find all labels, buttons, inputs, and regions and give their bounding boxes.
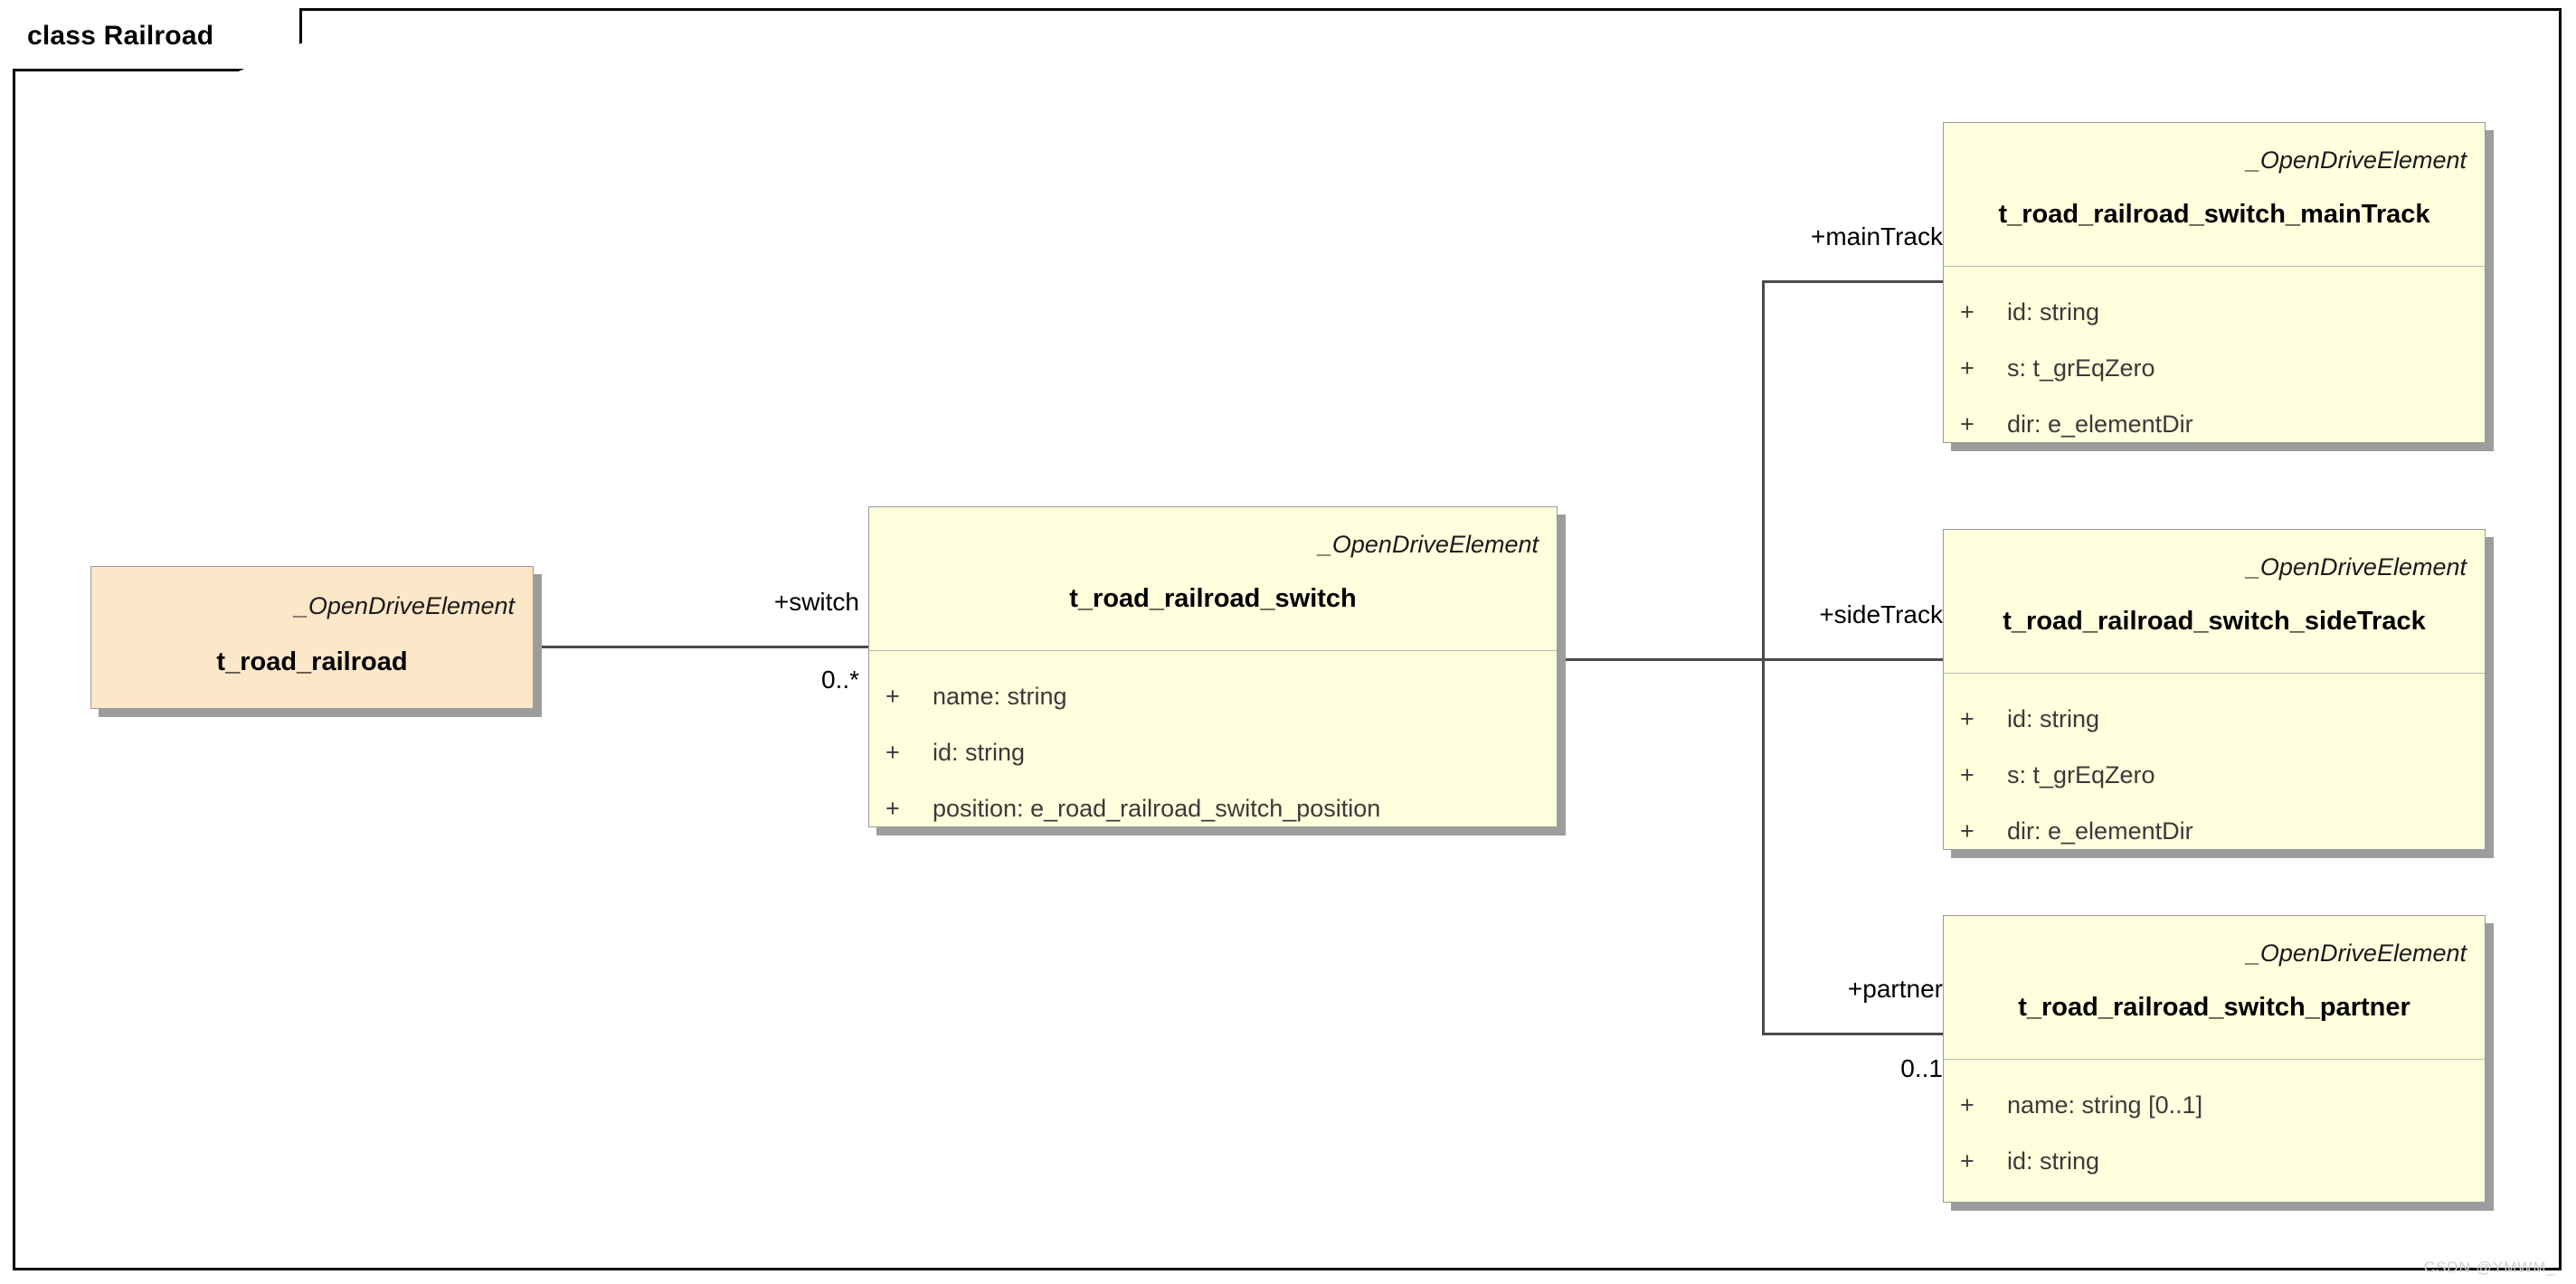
- attribute-text: s: t_grEqZero: [2007, 354, 2155, 382]
- attribute-visibility: +: [1960, 705, 1975, 732]
- class-attributes: + name: string [0..1] + id: string: [1944, 1059, 2485, 1174]
- class-name: t_road_railroad_switch: [1069, 584, 1357, 613]
- compartment-separator: [869, 650, 1557, 651]
- compartment-separator: [1944, 673, 2485, 674]
- attribute-row: + s: t_grEqZero: [1960, 356, 2485, 381]
- compartment-separator: [1944, 1059, 2485, 1060]
- class-box-t-road-railroad-switch-sidetrack[interactable]: _OpenDriveElement t_road_railroad_switch…: [1943, 529, 2486, 850]
- attribute-text: name: string: [933, 683, 1067, 710]
- edge-label-sidetrack-role: +sideTrack: [1819, 600, 1943, 628]
- edge-label-maintrack-role: +mainTrack: [1810, 222, 1943, 250]
- edge-label-partner-role: +partner: [1847, 975, 1943, 1003]
- attribute-row: + dir: e_elementDir: [1960, 819, 2485, 844]
- class-name: t_road_railroad_switch_mainTrack: [1998, 200, 2430, 229]
- attribute-visibility: +: [1960, 1091, 1975, 1119]
- diagram-frame: [13, 8, 2562, 1270]
- connector-trunk-partner: [1762, 1033, 1946, 1035]
- attribute-visibility: +: [1960, 354, 1975, 382]
- connector-trunk-maintrack: [1762, 280, 1946, 283]
- frame-title-tab: [13, 8, 302, 71]
- class-attributes: + id: string + s: t_grEqZero + dir: e_el…: [1944, 673, 2485, 844]
- attribute-row: + id: string: [1960, 1149, 2485, 1174]
- attribute-text: id: string: [933, 739, 1026, 766]
- class-name: t_road_railroad: [216, 647, 408, 676]
- attribute-row: + name: string [0..1]: [1960, 1093, 2485, 1118]
- attribute-row: + name: string: [886, 684, 1557, 709]
- class-box-t-road-railroad-switch[interactable]: _OpenDriveElement t_road_railroad_switch…: [868, 506, 1558, 827]
- attribute-text: s: t_grEqZero: [2007, 761, 2155, 788]
- class-name: t_road_railroad_switch_sideTrack: [2003, 607, 2426, 636]
- class-box-t-road-railroad-switch-maintrack[interactable]: _OpenDriveElement t_road_railroad_switch…: [1943, 122, 2486, 443]
- attribute-visibility: +: [886, 683, 900, 710]
- attribute-visibility: +: [1960, 411, 1975, 438]
- attribute-row: + position: e_road_railroad_switch_posit…: [886, 797, 1557, 821]
- attribute-row: + id: string: [1960, 300, 2485, 325]
- attribute-visibility: +: [1960, 1147, 1975, 1175]
- class-stereotype: _OpenDriveElement: [2246, 146, 2467, 174]
- edge-label-switch-multiplicity: 0..*: [820, 666, 859, 694]
- connector-switch-trunk: [1558, 658, 1764, 661]
- class-stereotype: _OpenDriveElement: [2246, 939, 2467, 967]
- edge-label-switch-role: +switch: [773, 588, 859, 616]
- class-name: t_road_railroad_switch_partner: [2018, 993, 2410, 1022]
- class-attributes: + name: string + id: string + position: …: [869, 650, 1557, 821]
- attribute-row: + dir: e_elementDir: [1960, 412, 2485, 437]
- attribute-row: + id: string: [1960, 707, 2485, 732]
- attribute-visibility: +: [1960, 817, 1975, 845]
- attribute-row: + s: t_grEqZero: [1960, 763, 2485, 788]
- connector-trunk-sidetrack: [1762, 658, 1946, 661]
- class-box-t-road-railroad[interactable]: _OpenDriveElement t_road_railroad: [90, 566, 534, 709]
- edge-label-partner-multiplicity: 0..1: [1900, 1054, 1943, 1082]
- compartment-separator: [1944, 266, 2485, 267]
- class-stereotype: _OpenDriveElement: [294, 592, 515, 619]
- class-stereotype: _OpenDriveElement: [1318, 531, 1539, 558]
- watermark-label: CSDN @YMWM_: [2423, 1259, 2556, 1276]
- attribute-visibility: +: [1960, 761, 1975, 788]
- attribute-row: + id: string: [886, 741, 1557, 765]
- attribute-visibility: +: [886, 739, 900, 766]
- class-box-t-road-railroad-switch-partner[interactable]: _OpenDriveElement t_road_railroad_switch…: [1943, 915, 2486, 1203]
- attribute-text: id: string: [2007, 705, 2100, 732]
- class-attributes: + id: string + s: t_grEqZero + dir: e_el…: [1944, 266, 2485, 437]
- attribute-text: id: string: [2007, 1147, 2100, 1175]
- connector-railroad-switch: [532, 646, 870, 648]
- attribute-visibility: +: [1960, 298, 1975, 326]
- attribute-visibility: +: [886, 795, 900, 822]
- attribute-text: id: string: [2007, 298, 2100, 326]
- attribute-text: dir: e_elementDir: [2007, 817, 2193, 845]
- class-stereotype: _OpenDriveElement: [2246, 553, 2467, 581]
- attribute-text: position: e_road_railroad_switch_positio…: [933, 795, 1381, 822]
- connector-trunk-vertical: [1762, 280, 1765, 1035]
- attribute-text: name: string [0..1]: [2007, 1091, 2203, 1119]
- attribute-text: dir: e_elementDir: [2007, 411, 2193, 438]
- frame-title-label: class Railroad: [27, 21, 214, 51]
